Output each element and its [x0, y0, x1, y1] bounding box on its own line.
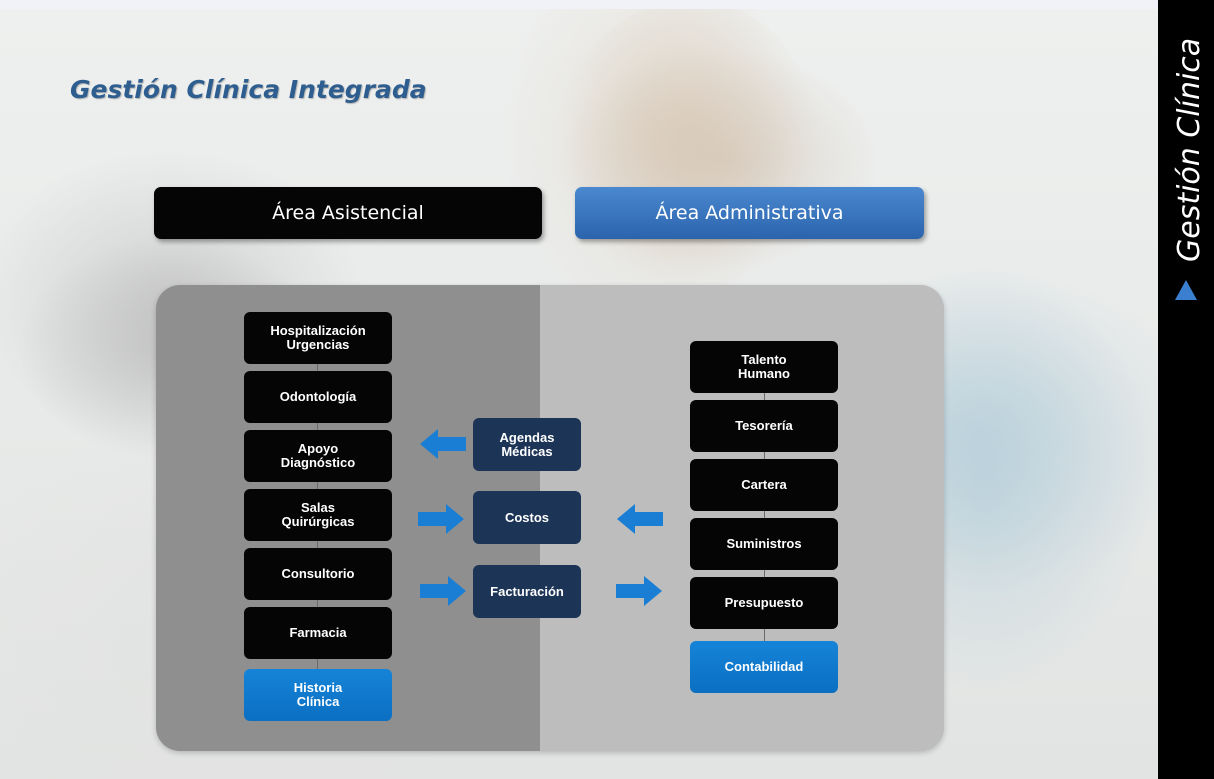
- module-costos[interactable]: Costos: [473, 491, 581, 544]
- module-odontologia[interactable]: Odontología: [244, 371, 392, 423]
- module-talento-humano[interactable]: Talento Humano: [690, 341, 838, 393]
- arrow-left-icon: [420, 429, 466, 459]
- module-label: Talento Humano: [738, 352, 790, 381]
- arrow-left-icon: [617, 504, 663, 534]
- module-historia-clinica[interactable]: Historia Clínica: [244, 669, 392, 721]
- module-suministros[interactable]: Suministros: [690, 518, 838, 570]
- area-administrativa-header: Área Administrativa: [575, 187, 924, 239]
- module-label: Apoyo Diagnóstico: [280, 441, 356, 470]
- arrow-right-icon: [418, 504, 464, 534]
- module-label: Agendas Médicas: [499, 429, 555, 459]
- module-salas-quirurgicas[interactable]: Salas Quirúrgicas: [244, 489, 392, 541]
- module-label: Hospitalización Urgencias: [270, 323, 366, 352]
- module-agendas-medicas[interactable]: Agendas Médicas: [473, 418, 581, 471]
- module-tesoreria[interactable]: Tesorería: [690, 400, 838, 452]
- module-label: Tesorería: [735, 418, 793, 433]
- diagram-panel: Hospitalización Urgencias Odontología Ap…: [156, 285, 944, 751]
- module-label: Facturación: [490, 583, 564, 599]
- module-label: Salas Quirúrgicas: [281, 500, 355, 529]
- module-label: Presupuesto: [724, 595, 804, 610]
- module-label: Costos: [504, 509, 550, 525]
- module-apoyo-diagnostico[interactable]: Apoyo Diagnóstico: [244, 430, 392, 482]
- module-consultorio[interactable]: Consultorio: [244, 548, 392, 600]
- slide-title: Gestión Clínica Integrada: [70, 75, 427, 104]
- triangle-up-icon[interactable]: [1174, 279, 1198, 301]
- module-farmacia[interactable]: Farmacia: [244, 607, 392, 659]
- sidebar-title: Gestión Clínica: [1172, 37, 1207, 262]
- module-label: Cartera: [741, 477, 787, 492]
- top-strip: [0, 0, 1214, 9]
- module-contabilidad[interactable]: Contabilidad: [690, 641, 838, 693]
- sidebar: Gestión Clínica: [1158, 0, 1214, 779]
- arrow-right-icon: [616, 576, 662, 606]
- arrow-right-icon: [420, 576, 466, 606]
- area-asistencial-header: Área Asistencial: [154, 187, 542, 239]
- module-label: Odontología: [279, 389, 357, 404]
- module-label: Historia Clínica: [293, 680, 343, 709]
- module-label: Contabilidad: [724, 659, 804, 674]
- module-label: Suministros: [726, 536, 802, 551]
- module-cartera[interactable]: Cartera: [690, 459, 838, 511]
- background-photo-face: [560, 9, 820, 299]
- slide-canvas: Gestión Clínica Integrada Área Asistenci…: [0, 9, 1158, 779]
- module-presupuesto[interactable]: Presupuesto: [690, 577, 838, 629]
- module-label: Consultorio: [281, 566, 355, 581]
- module-facturacion[interactable]: Facturación: [473, 565, 581, 618]
- module-label: Farmacia: [289, 625, 347, 640]
- module-hospitalizacion-urgencias[interactable]: Hospitalización Urgencias: [244, 312, 392, 364]
